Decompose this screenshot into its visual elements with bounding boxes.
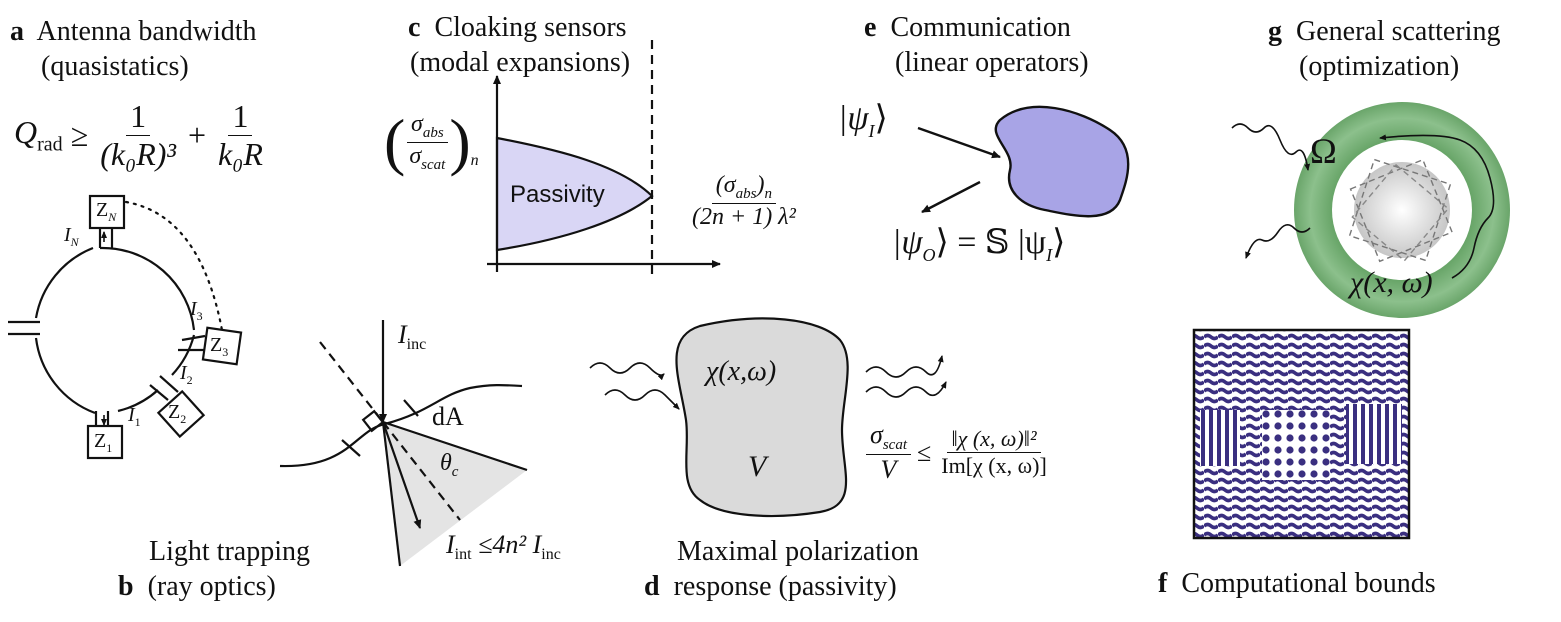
panel-e-title: e Communication (linear operators) — [864, 12, 1089, 78]
susceptibility-label: χ(x,ω) — [706, 356, 777, 387]
ray-optics-diagram — [279, 320, 528, 567]
antenna-circuit — [8, 194, 243, 460]
port-label-z3: Z3 — [210, 334, 229, 359]
volume-label: V — [748, 450, 767, 483]
panel-d-title: Maximal polarization d response (passivi… — [644, 536, 919, 602]
current-label-i2: I2 — [180, 362, 193, 387]
communication-diagram — [917, 105, 1130, 218]
surface-curve — [279, 384, 523, 468]
passivity-plot — [487, 40, 721, 274]
trapping-bound: Iint ≤4n² Iinc — [446, 530, 561, 564]
design-region-label: Ω — [1310, 131, 1337, 171]
critical-angle-label: θc — [440, 450, 459, 480]
scatterer-body — [675, 317, 849, 518]
polarization-diagram — [589, 317, 947, 518]
computational-bounds-image — [1192, 328, 1411, 540]
panel-g-title: g General scattering (optimization) — [1268, 16, 1501, 82]
incident-intensity-label: Iinc — [398, 320, 427, 354]
ring-susceptibility-label: χ(x, ω) — [1350, 266, 1433, 299]
port-label-z1: Z1 — [94, 430, 113, 455]
scattering-relation: |ψO⟩ = 𝕊 |ψI⟩ — [892, 224, 1066, 265]
input-state-label: |ψI⟩ — [838, 100, 888, 141]
panel-c-title: c Cloaking sensors (modal expansions) — [408, 12, 631, 78]
scatterer-blob — [994, 105, 1130, 218]
general-scattering-diagram — [1231, 102, 1510, 318]
port-label-z2: Z2 — [168, 401, 187, 426]
x-axis-ratio: (σabs)n(2n + 1) λ² — [692, 172, 796, 230]
current-label-i3: I3 — [190, 298, 203, 323]
panel-f-title: f Computational bounds — [1158, 568, 1436, 599]
port-label-zn: ZN — [96, 199, 117, 224]
current-label-in: IN — [64, 224, 79, 249]
panel-b-title: Light trapping b (ray optics) — [118, 536, 310, 602]
area-element-label: dA — [432, 402, 464, 431]
current-label-i1: I1 — [128, 404, 141, 429]
panel-a-title: a Antenna bandwidth (quasistatics) — [10, 16, 257, 82]
passivity-region-label: Passivity — [510, 181, 605, 208]
